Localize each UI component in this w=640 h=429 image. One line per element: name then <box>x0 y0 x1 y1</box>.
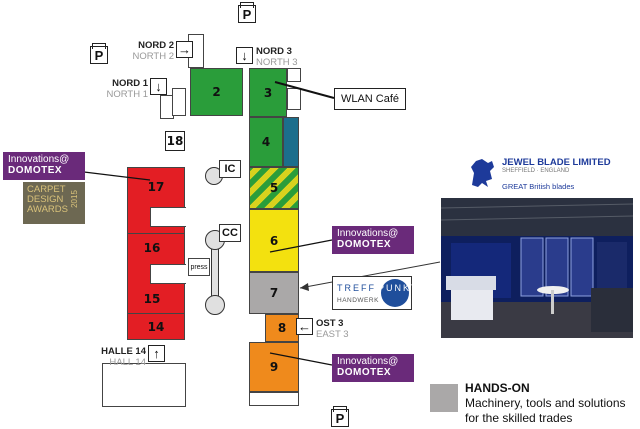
hall-3[interactable]: 3 <box>249 68 287 117</box>
hall3-annex-a <box>287 68 301 82</box>
hall-4-annex <box>283 117 299 167</box>
red-hall-spine <box>127 167 185 340</box>
parking-icon-north-left: P <box>90 46 108 64</box>
hall-9[interactable]: 9 <box>249 342 299 392</box>
entrance-nord3-label: NORD 3 NORTH 3 <box>256 46 298 68</box>
hall-14[interactable]: 14 <box>147 320 165 334</box>
red-hall-notch-bottom <box>150 264 186 284</box>
hall-6[interactable]: 6 <box>249 209 299 272</box>
wlan-cafe-label[interactable]: WLAN Café <box>334 88 406 110</box>
ic-label[interactable]: IC <box>219 160 241 178</box>
hall-16[interactable]: 16 <box>143 241 161 255</box>
hall-18[interactable]: 18 <box>165 131 185 151</box>
lion-icon <box>471 159 494 187</box>
cc-label[interactable]: CC <box>219 224 241 242</box>
hall-7[interactable]: 7 <box>249 272 299 314</box>
entrance-nord2-arrow-icon: → <box>176 41 193 58</box>
cc-building-bottom <box>205 295 225 315</box>
parking-icon-bottom: P <box>331 409 349 427</box>
entrance-nord1-arrow-icon: ↓ <box>150 78 167 95</box>
hall9-annex <box>249 392 299 406</box>
legend-hands-on-swatch <box>430 384 458 412</box>
entrance-nord2-label: NORD 2 NORTH 2 <box>132 40 174 62</box>
red-hall-divider-1 <box>127 313 185 314</box>
jewel-blade-logo[interactable]: JEWEL BLADE LIMITED SHEFFIELD · ENGLAND … <box>468 155 628 195</box>
carpet-design-awards-logo: CARPET DESIGN AWARDS 2015 <box>23 182 85 224</box>
red-hall-notch-top <box>150 207 186 227</box>
entrance-halle14-arrow-icon: ↑ <box>148 345 165 362</box>
innovations-badge-hall17[interactable]: Innovations@ DOMOTEX <box>3 152 85 180</box>
entrance-nord1-label: NORD 1 NORTH 1 <box>106 78 148 100</box>
north1-building-b <box>172 88 186 116</box>
hall-15[interactable]: 15 <box>143 292 161 306</box>
entrance-ost3-label: OST 3 EAST 3 <box>316 318 349 340</box>
red-hall-divider-2 <box>127 233 185 234</box>
hall14-parking-area <box>102 363 186 407</box>
hall-4[interactable]: 4 <box>249 117 283 167</box>
entrance-ost3-arrow-icon: ← <box>296 318 313 335</box>
innovations-badge-hall6[interactable]: Innovations@ DOMOTEX <box>332 226 414 254</box>
entrance-nord3-arrow-icon: ↓ <box>236 47 253 64</box>
legend-hands-on-line1: Machinery, tools and solutions <box>465 396 626 410</box>
parking-icon-top: P <box>238 5 256 23</box>
press-center: press <box>188 258 210 276</box>
hall-5[interactable]: 5 <box>249 167 299 209</box>
innovations-badge-hall9[interactable]: Innovations@ DOMOTEX <box>332 354 414 382</box>
legend-hands-on-title: HANDS-ON <box>465 381 530 395</box>
entrance-halle14-label: HALLE 14 HALL 14 <box>101 346 146 368</box>
booth-photo-scene <box>441 198 633 338</box>
booth-photo <box>441 198 633 338</box>
legend-hands-on-line2: for the skilled trades <box>465 411 573 425</box>
treffpunkt-circle <box>381 279 409 307</box>
hall-17[interactable]: 17 <box>147 180 165 194</box>
hall-2[interactable]: 2 <box>190 68 243 116</box>
hall3-annex-b <box>287 88 301 110</box>
